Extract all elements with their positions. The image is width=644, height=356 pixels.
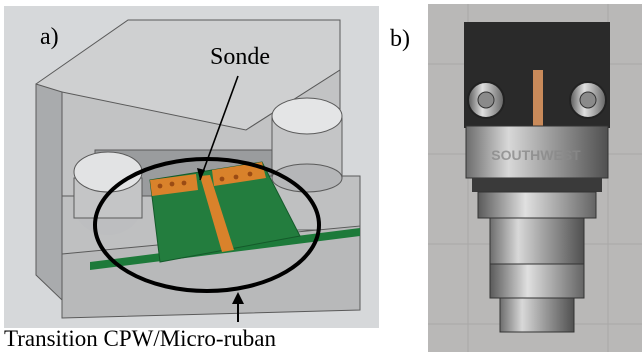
via [219,176,225,182]
transition-highlight-ellipse [93,157,321,293]
via [233,174,239,180]
right-cylinder-top [271,97,343,135]
probe-pointer-line [199,75,239,181]
probe-pointer-arrowhead [197,168,205,180]
via [247,171,253,177]
right-cylinder-bottom [271,163,343,193]
panel-b-photo: SOUTHWEST [428,4,642,352]
cad-drawing [35,19,361,322]
transition-caption: Transition CPW/Micro-ruban [4,326,276,351]
panel-a-label: a) [40,24,59,50]
via [181,180,187,186]
copper-strip [533,70,543,128]
panel-a-cad-render: a) Sonde Transition CPW/Micro-ruban [4,6,379,351]
connector-body [465,125,609,179]
probe-label: Sonde [210,44,270,70]
via [169,181,175,187]
via [157,183,163,189]
engraving-text: SOUTHWEST [491,147,581,163]
panel-b-label: b) [390,26,410,52]
fixture-photo-drawing: SOUTHWEST [428,4,642,352]
microstrip-line [200,175,234,252]
housing-left-face [35,83,63,302]
caption-arrow-head [232,292,244,304]
left-cylinder-top [73,151,143,193]
copper-pad-right [212,162,266,186]
